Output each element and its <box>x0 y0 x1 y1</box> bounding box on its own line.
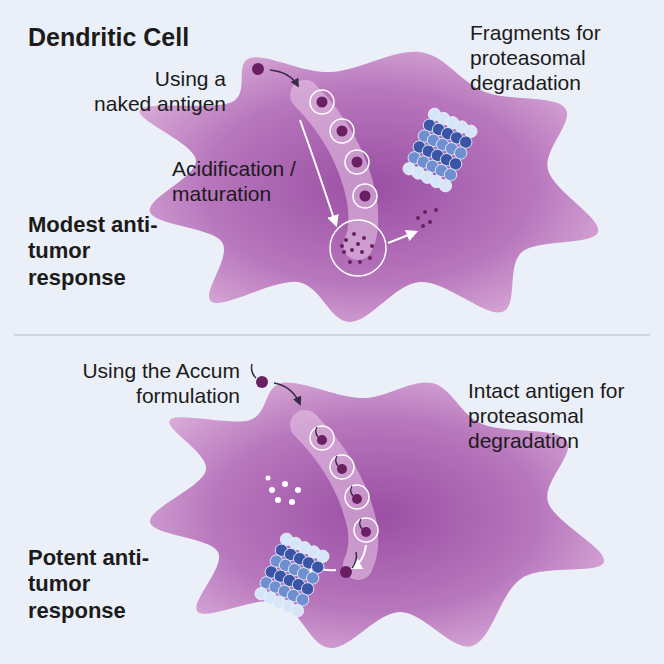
proteasome-subunit <box>437 177 453 193</box>
uptake-arrow <box>274 383 300 404</box>
antigen-fragment <box>342 250 346 254</box>
annotation-label: Intact antigen for proteasomal degradati… <box>468 378 658 454</box>
antigen-fragment <box>352 232 356 236</box>
accum-tail <box>316 427 318 437</box>
endosome <box>310 426 378 542</box>
antigen-fragment <box>356 242 360 246</box>
proteasome-subunit <box>289 602 305 618</box>
antigen-fragments <box>416 208 438 228</box>
accum-antigen <box>316 427 371 537</box>
antigen-fragment <box>370 244 374 248</box>
release-arrow <box>352 545 366 568</box>
accum-antigen <box>361 527 371 537</box>
proteasome <box>253 531 331 619</box>
accum-antigen <box>337 464 347 474</box>
annotation-label: Fragments for proteasomal degradation <box>470 20 655 96</box>
release-arrow <box>388 232 416 243</box>
antigen-fragment <box>362 236 366 240</box>
endosome <box>310 90 386 276</box>
antigen-fragment <box>340 244 344 248</box>
outcome-label: Modest anti-tumor response <box>28 212 178 291</box>
antigen-fragment <box>358 260 362 264</box>
accum-tail <box>336 456 338 466</box>
antigen-fragment <box>344 238 348 242</box>
endocytic-path <box>305 425 363 565</box>
uptake-arrow <box>270 70 298 86</box>
accum-tail <box>360 519 362 529</box>
annotation-label: Acidification / maturation <box>172 156 322 206</box>
antigen-fragment <box>350 248 354 252</box>
proteasome <box>401 106 479 194</box>
proteasome-stack <box>401 106 479 194</box>
panel-divider <box>14 334 650 336</box>
accum-antigen <box>352 494 362 504</box>
diagram-title: Dendritic Cell <box>28 22 278 52</box>
antigen-fragment <box>368 256 372 260</box>
antigen-fragment <box>348 260 352 264</box>
antigen <box>252 63 264 75</box>
proteasome-stack <box>253 531 331 619</box>
antigen <box>317 97 371 202</box>
released-particles <box>266 476 302 506</box>
accum-antigen <box>317 435 327 445</box>
antigen-fragments <box>340 232 374 264</box>
accum-tail <box>351 486 353 496</box>
outcome-label: Potent anti-tumor response <box>28 545 178 624</box>
antigen-fragment <box>360 250 364 254</box>
accum-antigen <box>340 552 357 578</box>
annotation-label: Using the Accum formulation <box>30 358 240 408</box>
annotation-label: Using a naked antigen <box>92 66 226 116</box>
accum-antigen <box>252 364 269 388</box>
